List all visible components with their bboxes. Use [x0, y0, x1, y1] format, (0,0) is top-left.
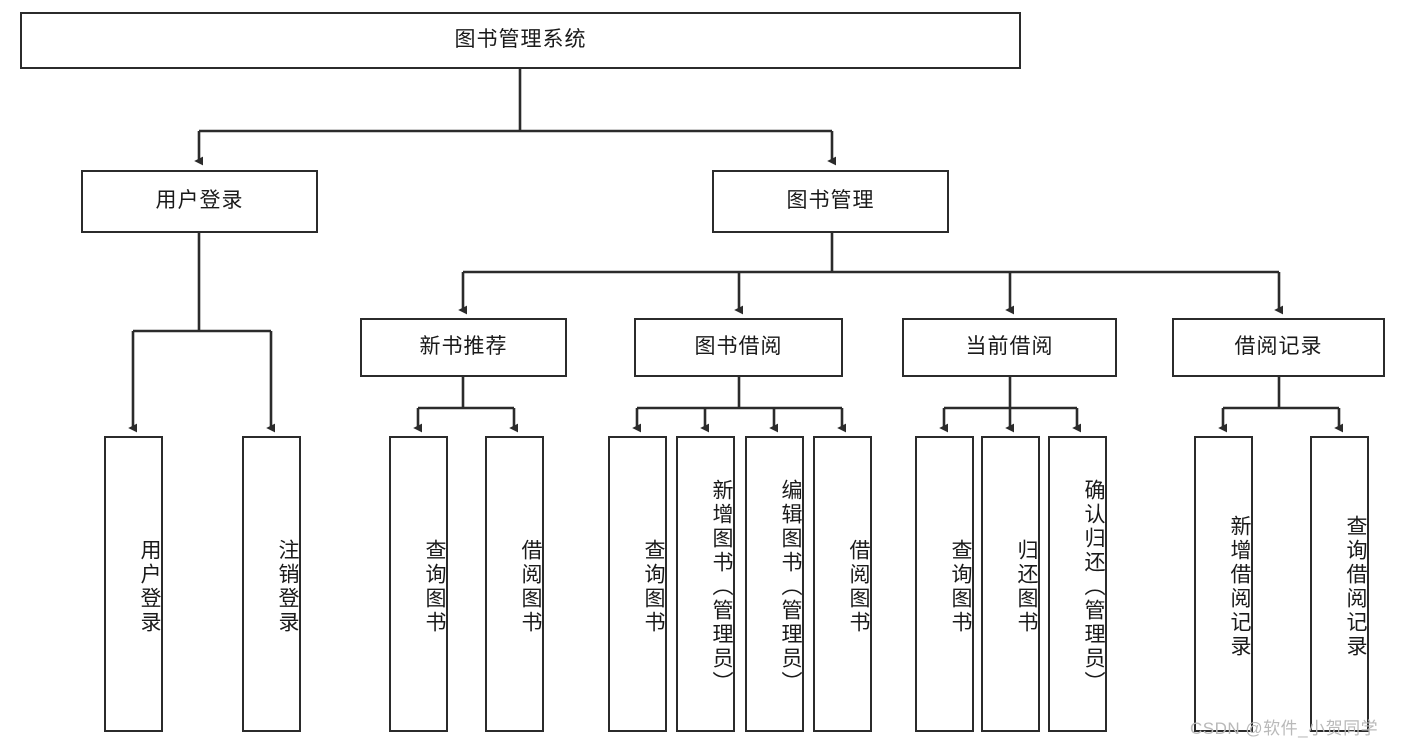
- node-label: 借阅记录: [1234, 335, 1323, 359]
- node-leaf-borrow-book[interactable]: 借阅图书: [813, 436, 872, 732]
- node-label: 查询借阅记录: [1344, 515, 1367, 659]
- node-label: 用户登录: [138, 539, 161, 635]
- node-leaf-query-book-borrow[interactable]: 查询图书: [608, 436, 667, 732]
- node-label: 借阅图书: [519, 539, 542, 635]
- node-label: 查询图书: [423, 539, 446, 635]
- node-label: 新增借阅记录: [1228, 515, 1251, 659]
- node-leaf-edit-book-admin[interactable]: 编辑图书（管理员）: [745, 436, 804, 732]
- csdn-watermark: CSDN @软件_小贺同学: [1190, 719, 1379, 738]
- node-book-management[interactable]: 图书管理: [712, 170, 949, 233]
- node-label: 确认归还（管理员）: [1082, 479, 1105, 695]
- node-book-borrow[interactable]: 图书借阅: [634, 318, 843, 377]
- node-current-borrow[interactable]: 当前借阅: [902, 318, 1117, 377]
- node-leaf-query-borrow-record[interactable]: 查询借阅记录: [1310, 436, 1369, 732]
- node-leaf-confirm-return-admin[interactable]: 确认归还（管理员）: [1048, 436, 1107, 732]
- node-borrow-record[interactable]: 借阅记录: [1172, 318, 1385, 377]
- node-label: 当前借阅: [965, 335, 1054, 359]
- node-label: 图书借阅: [694, 335, 783, 359]
- node-leaf-return-book[interactable]: 归还图书: [981, 436, 1040, 732]
- node-label: 编辑图书（管理员）: [779, 479, 802, 695]
- node-label: 借阅图书: [847, 539, 870, 635]
- node-label: 归还图书: [1015, 539, 1038, 635]
- node-label: 新书推荐: [419, 335, 508, 359]
- node-root-book-management-system[interactable]: 图书管理系统: [20, 12, 1021, 69]
- node-leaf-logout[interactable]: 注销登录: [242, 436, 301, 732]
- node-leaf-borrow-book-recommend[interactable]: 借阅图书: [485, 436, 544, 732]
- node-label: 查询图书: [949, 539, 972, 635]
- node-leaf-user-login[interactable]: 用户登录: [104, 436, 163, 732]
- node-label: 注销登录: [276, 539, 299, 635]
- node-label: 图书管理系统: [454, 28, 587, 52]
- node-label: 图书管理: [786, 189, 875, 213]
- node-label: 用户登录: [155, 189, 244, 213]
- node-label: 查询图书: [642, 539, 665, 635]
- node-leaf-query-book-current[interactable]: 查询图书: [915, 436, 974, 732]
- node-label: 新增图书（管理员）: [710, 479, 733, 695]
- node-user-login[interactable]: 用户登录: [81, 170, 318, 233]
- node-leaf-add-book-admin[interactable]: 新增图书（管理员）: [676, 436, 735, 732]
- node-new-book-recommend[interactable]: 新书推荐: [360, 318, 567, 377]
- node-leaf-query-book-recommend[interactable]: 查询图书: [389, 436, 448, 732]
- node-leaf-add-borrow-record[interactable]: 新增借阅记录: [1194, 436, 1253, 732]
